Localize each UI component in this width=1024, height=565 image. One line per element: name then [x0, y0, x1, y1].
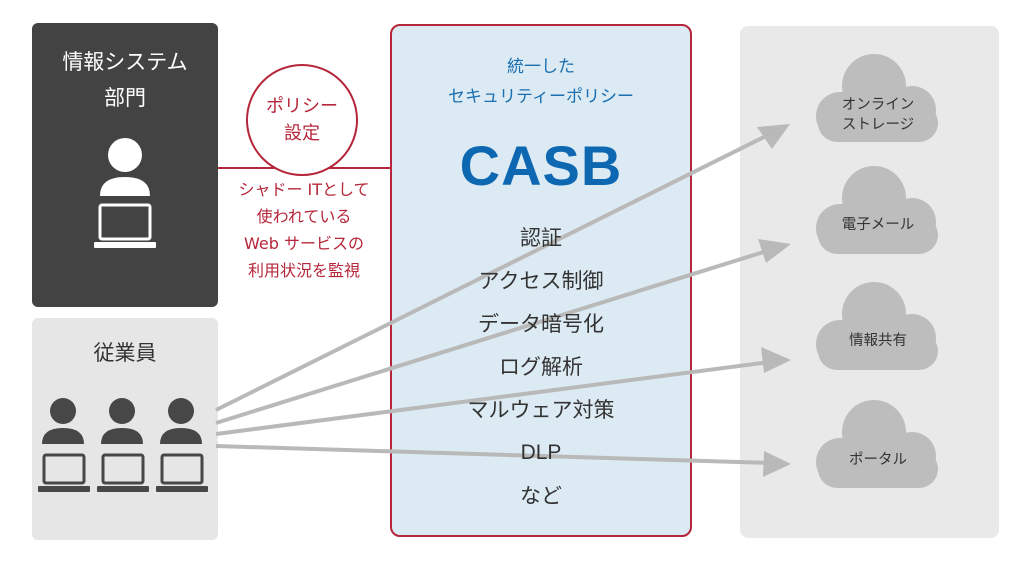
casb-subtitle-line2: セキュリティーポリシー [448, 87, 634, 107]
cloud-icon-portal [816, 400, 938, 488]
shadow-it-note: シャドー ITとして 使われている Web サービスの 利用状況を監視 [218, 176, 390, 284]
service-label-info-sharing: 情報共有 [849, 333, 907, 349]
it-department-title-line2: 部門 [104, 86, 146, 110]
casb-subtitle-line1: 統一した [507, 57, 575, 77]
arrow-head-online-storage [757, 124, 790, 149]
cloud-icon-online-storage [816, 54, 938, 142]
arrow-to-email [215, 248, 771, 425]
casb-feature-encryption: データ暗号化 [478, 312, 604, 336]
shadow-it-note-line2: 使われている [256, 207, 352, 226]
shadow-it-note-line3: Web サービスの [244, 234, 364, 253]
policy-circle-line2: 設定 [284, 123, 320, 144]
casb-feature-etc: など [520, 484, 562, 508]
casb-subtitle: 統一した セキュリティーポリシー [392, 52, 690, 112]
service-label-online-storage-line1: オンライン [841, 97, 915, 113]
casb-feature-access-control: アクセス制御 [478, 269, 604, 293]
employee-icon-1 [38, 398, 90, 492]
shadow-it-note-line4: 利用状況を監視 [247, 261, 360, 280]
arrow-head-email [758, 239, 791, 263]
it-laptop-icon [94, 203, 156, 248]
employees-title: 従業員 [93, 341, 157, 365]
service-label-email: 電子メール [841, 217, 915, 233]
employee-icon-2 [97, 398, 149, 492]
service-label-portal: ポータル [849, 452, 907, 468]
service-label-online-storage-line2: ストレージ [841, 117, 915, 133]
arrow-head-portal [763, 451, 791, 477]
casb-feature-log-analysis: ログ解析 [499, 355, 583, 379]
arrow-head-info-sharing [761, 347, 791, 373]
employee-icon-3 [156, 398, 208, 492]
cloud-icon-email [816, 166, 938, 254]
policy-setting-circle: ポリシー 設定 [246, 64, 358, 176]
casb-feature-authentication: 認証 [520, 226, 562, 250]
casb-feature-malware: マルウェア対策 [467, 398, 615, 422]
it-department-title-line1: 情報システム [62, 50, 188, 74]
shadow-it-note-line1: シャドー ITとして [238, 180, 370, 199]
cloud-icon-info-sharing [816, 282, 938, 370]
policy-circle-line1: ポリシー [266, 96, 338, 117]
arrow-to-info-sharing [215, 360, 771, 436]
arrow-to-online-storage [215, 132, 771, 412]
casb-title: CASB [459, 134, 623, 197]
casb-feature-dlp: DLP [520, 441, 562, 464]
arrow-to-portal [215, 444, 771, 465]
it-department-title: 情報システム 部門 [32, 44, 218, 116]
service-label-online-storage: オンライン ストレージ [808, 95, 948, 135]
access-arrows [215, 124, 791, 477]
it-person-icon [100, 138, 150, 196]
